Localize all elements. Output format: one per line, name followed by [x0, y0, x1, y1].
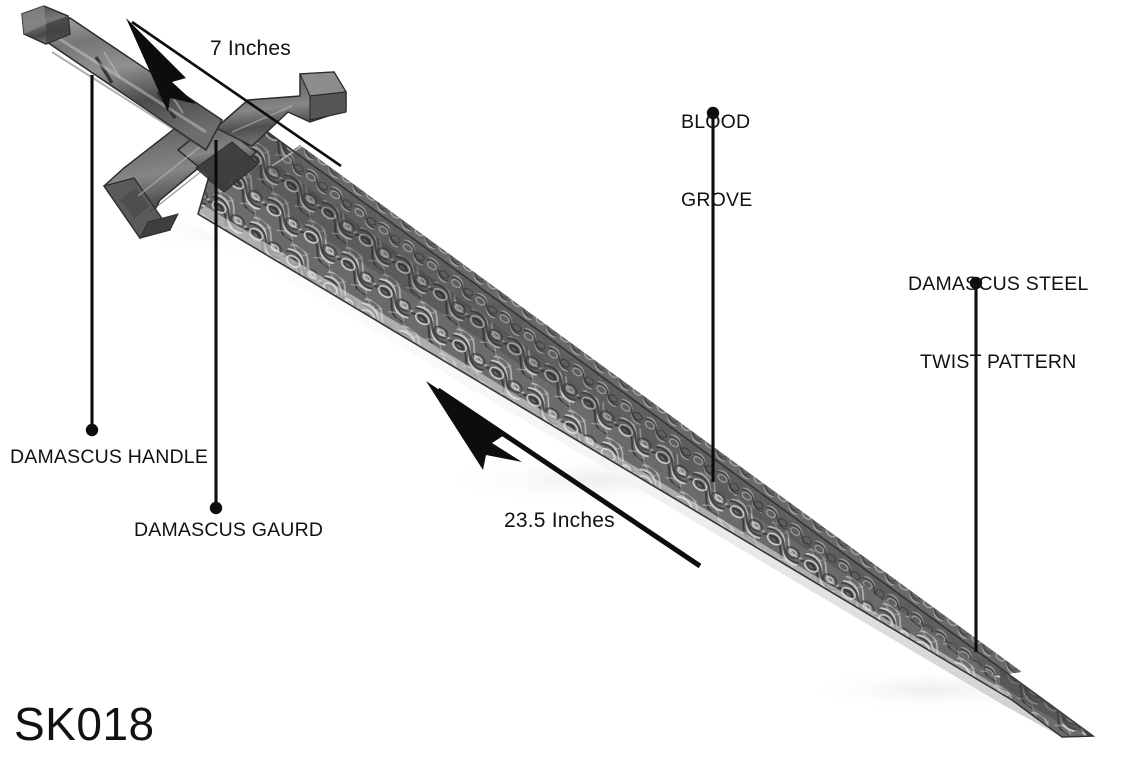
leader-damascus-gaurd — [209, 140, 223, 515]
sword-handle — [21, 5, 223, 152]
leader-twist-pattern — [969, 276, 983, 652]
label-blade-length: 23.5 Inches — [504, 509, 615, 532]
product-code: SK018 — [14, 698, 155, 750]
arrow-7-inches — [126, 18, 342, 168]
label-blood-grove: BLOOD GROVE — [681, 57, 752, 265]
label-damascus-handle: DAMASCUS HANDLE — [10, 446, 209, 468]
leader-damascus-handle — [85, 75, 99, 437]
label-damascus-gaurd: DAMASCUS GAURD — [134, 519, 324, 541]
label-twist-pattern-line2: TWIST PATTERN — [920, 351, 1077, 373]
annotation-leaders — [85, 18, 983, 652]
arrow-23-5-inches — [426, 381, 702, 569]
sword-blade — [190, 127, 1096, 738]
label-twist-pattern-line1: DAMASCUS STEEL — [908, 273, 1089, 295]
label-blood-grove-line2: GROVE — [681, 189, 753, 211]
leader-blood-grove — [706, 106, 720, 482]
label-blood-grove-line1: BLOOD — [681, 111, 751, 133]
label-handle-length: 7 Inches — [210, 37, 291, 60]
label-twist-pattern: DAMASCUS STEEL TWIST PATTERN — [908, 219, 1089, 427]
